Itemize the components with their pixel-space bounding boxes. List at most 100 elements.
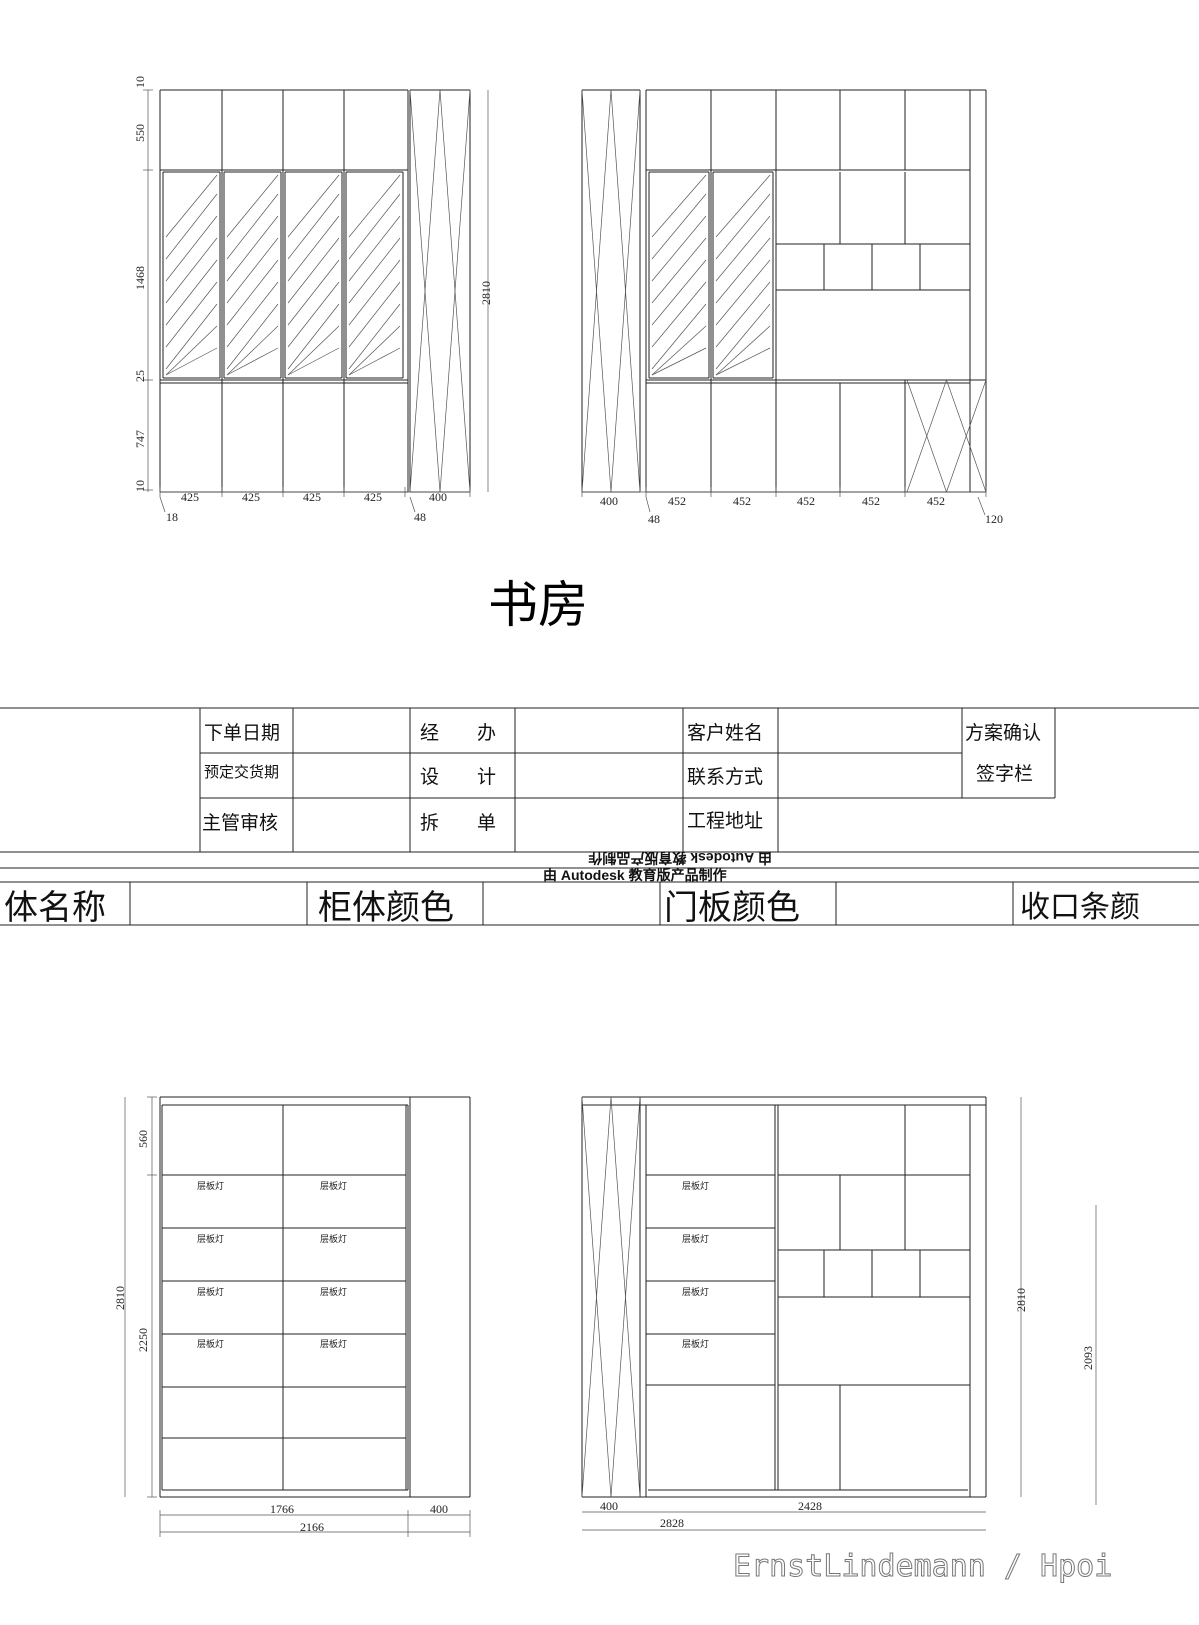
cad-line bbox=[906, 379, 947, 493]
dim: 1468 bbox=[133, 266, 147, 290]
cad-line bbox=[439, 89, 471, 493]
drawing-lines bbox=[0, 89, 1199, 1537]
bottom-left-dimensions: 560 2250 2810 1766 400 2166 bbox=[113, 1130, 448, 1534]
cad-line bbox=[715, 259, 771, 326]
dim: 452 bbox=[733, 494, 751, 508]
dim: 120 bbox=[985, 512, 1003, 526]
cad-line bbox=[715, 193, 771, 260]
cad-line bbox=[287, 174, 340, 238]
cad-line bbox=[226, 259, 279, 326]
cad-line bbox=[165, 193, 218, 260]
table-label: 工程地址 bbox=[687, 810, 763, 832]
cad-line bbox=[287, 325, 340, 376]
cad-line bbox=[348, 215, 401, 282]
cad-line bbox=[165, 259, 218, 326]
top-left-dimensions: 10 550 1468 25 747 10 2810 425 425 425 4… bbox=[133, 76, 493, 524]
dim: 2810 bbox=[113, 1286, 127, 1310]
cad-line bbox=[651, 237, 707, 304]
cad-line bbox=[226, 281, 279, 348]
dim: 18 bbox=[166, 510, 178, 524]
cad-line bbox=[715, 325, 771, 376]
shelf-light-label: 层板灯 bbox=[197, 1338, 224, 1350]
title-block-table: 下单日期 经 办 客户姓名 方案确认 预定交货期 设 计 联系方式 签字栏 主管… bbox=[4, 722, 1140, 928]
table-label: 经 办 bbox=[420, 722, 496, 744]
cad-line bbox=[165, 303, 218, 370]
table-label: 方案确认 bbox=[965, 722, 1041, 744]
bottom-right-dimensions: 2810 2093 400 2428 2828 bbox=[600, 1288, 1095, 1530]
cad-line bbox=[348, 347, 401, 376]
cad-line bbox=[165, 347, 218, 376]
cad-line bbox=[651, 347, 707, 376]
table-label: 拆 单 bbox=[420, 812, 496, 834]
dim: 2250 bbox=[136, 1328, 150, 1352]
cad-line bbox=[651, 215, 707, 282]
dim: 425 bbox=[303, 490, 321, 504]
dim: 425 bbox=[181, 490, 199, 504]
shelf-light-label: 层板灯 bbox=[682, 1180, 709, 1192]
dim: 2810 bbox=[479, 281, 493, 305]
table-label: 设 计 bbox=[420, 766, 496, 788]
dim: 400 bbox=[430, 1502, 448, 1516]
cad-line bbox=[348, 281, 401, 348]
dim: 550 bbox=[133, 124, 147, 142]
dim: 452 bbox=[668, 494, 686, 508]
dim: 452 bbox=[862, 494, 880, 508]
cad-line bbox=[348, 174, 401, 238]
shelf-light-label: 层板灯 bbox=[682, 1286, 709, 1298]
shelf-light-label: 层板灯 bbox=[682, 1233, 709, 1245]
cad-line bbox=[651, 303, 707, 370]
cad-line bbox=[651, 281, 707, 348]
cad-line bbox=[226, 174, 279, 238]
cad-line bbox=[287, 259, 340, 326]
cad-line bbox=[287, 237, 340, 304]
table-heading: 门板颜色 bbox=[664, 888, 800, 928]
shelf-light-label: 层板灯 bbox=[320, 1338, 347, 1350]
cad-line bbox=[610, 1096, 641, 1498]
shelf-light-labels: 层板灯层板灯层板灯层板灯层板灯层板灯层板灯层板灯层板灯层板灯层板灯层板灯 bbox=[197, 1180, 709, 1350]
shelf-light-label: 层板灯 bbox=[197, 1286, 224, 1298]
dim: 452 bbox=[797, 494, 815, 508]
dim: 10 bbox=[133, 480, 147, 492]
cad-line bbox=[651, 259, 707, 326]
cad-line bbox=[348, 237, 401, 304]
dim: 560 bbox=[136, 1130, 150, 1148]
dim: 2828 bbox=[660, 1516, 684, 1530]
cad-line bbox=[348, 325, 401, 376]
autodesk-stamp-mirrored: 由 Autodesk 教育版产品制作 bbox=[588, 850, 772, 866]
cad-line bbox=[226, 215, 279, 282]
cad-line bbox=[226, 237, 279, 304]
cad-line bbox=[226, 347, 279, 376]
cad-line bbox=[651, 193, 707, 260]
cad-line bbox=[581, 1096, 612, 1498]
dim: 2810 bbox=[1014, 1288, 1028, 1312]
drawing-title: 书房 bbox=[488, 576, 588, 634]
cad-line bbox=[348, 193, 401, 260]
shelf-light-label: 层板灯 bbox=[320, 1286, 347, 1298]
dim: 25 bbox=[133, 370, 147, 382]
table-heading: 体名称 bbox=[4, 888, 106, 928]
table-label: 客户姓名 bbox=[687, 722, 763, 744]
cad-line bbox=[977, 496, 986, 516]
dim: 10 bbox=[133, 76, 147, 88]
shelf-light-label: 层板灯 bbox=[682, 1338, 709, 1350]
cad-line bbox=[226, 303, 279, 370]
cad-line bbox=[287, 215, 340, 282]
autodesk-stamp: 由 Autodesk 教育版产品制作 bbox=[543, 867, 727, 883]
dim: 400 bbox=[600, 1499, 618, 1513]
dim: 2166 bbox=[300, 1520, 324, 1534]
cad-line bbox=[165, 215, 218, 282]
dim: 400 bbox=[600, 494, 618, 508]
dim: 2428 bbox=[798, 1499, 822, 1513]
shelf-light-label: 层板灯 bbox=[320, 1180, 347, 1192]
watermark: ErnstLindemann / Hpoi bbox=[733, 1549, 1112, 1584]
cad-line bbox=[715, 215, 771, 282]
cad-line bbox=[226, 193, 279, 260]
shelf-light-label: 层板灯 bbox=[197, 1233, 224, 1245]
cad-line bbox=[165, 325, 218, 376]
dim: 48 bbox=[648, 512, 660, 526]
cad-line bbox=[165, 174, 218, 238]
cad-line bbox=[715, 347, 771, 376]
cad-line bbox=[610, 89, 641, 493]
cad-line bbox=[226, 325, 279, 376]
